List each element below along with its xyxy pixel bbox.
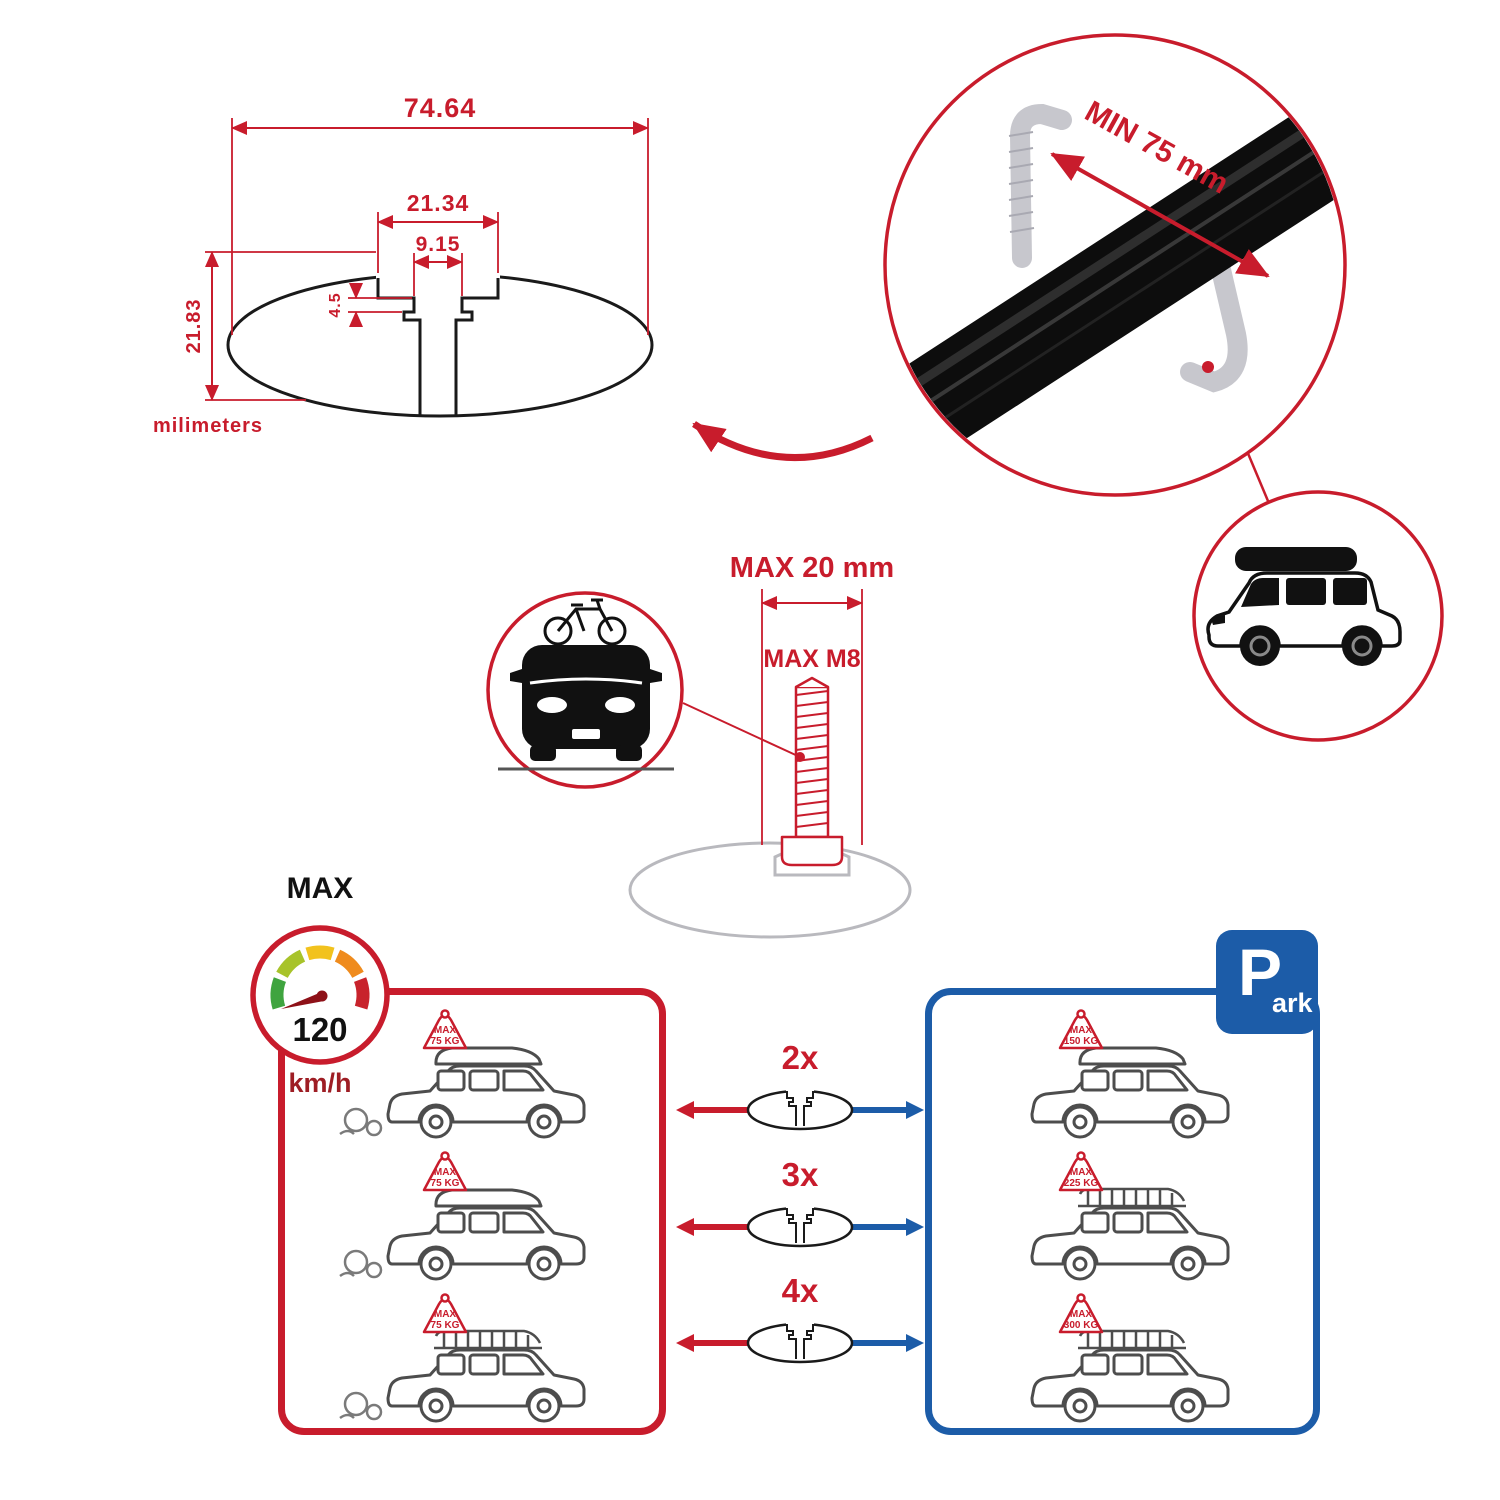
speed-value: 120 (292, 1011, 347, 1048)
park-sign-suffix: ark (1272, 988, 1313, 1018)
slot-inner-value: 9.15 (416, 233, 461, 256)
roof-box-icon (434, 1188, 543, 1208)
bolt-width-label: MAX 20 mm (730, 552, 894, 584)
svg-text:MAX: MAX (434, 1167, 457, 1178)
speed-unit: km/h (288, 1068, 351, 1098)
svg-text:MAX: MAX (1070, 1309, 1093, 1320)
park-sign-letter: P (1238, 935, 1283, 1009)
crossbar-profile-icon (746, 1205, 854, 1248)
max-load-tag: MAX 75 KG (422, 1151, 468, 1192)
roof-box-icon (1078, 1046, 1187, 1066)
suv-roofbox-view (1192, 490, 1444, 742)
highway-speed-panel (278, 988, 666, 1435)
bolt-limit-section: MAX 20 mm MAX M8 (486, 552, 912, 939)
driving-car-row: MAX 75 KG (338, 1293, 586, 1423)
motion-swirl-icon (338, 1249, 383, 1279)
cross-section-dimension-drawing: 74.64 21.34 9.15 4.5 21.83 milimeters (153, 93, 654, 437)
motion-swirl-icon (338, 1107, 383, 1137)
crossbar-count-row: 4x (676, 1272, 924, 1364)
speed-limit-gauge: MAX 120 km/h (250, 872, 390, 1098)
total-width-value: 74.64 (404, 93, 477, 123)
gauge-needle (281, 991, 324, 1009)
base-profile-ellipse (628, 841, 912, 939)
bolt-to-circle-leader (682, 702, 801, 758)
svg-text:150 KG: 150 KG (1064, 1036, 1099, 1047)
crossbar-count-row: 2x (676, 1039, 924, 1131)
right-arrowhead (906, 1334, 924, 1352)
suv-with-roofbox-icon (1206, 547, 1402, 666)
crossbar-detail-view: MIN 75 mm (883, 33, 1347, 497)
bicycle-icon (543, 598, 627, 646)
car-icon (1030, 1206, 1230, 1281)
svg-text:300 KG: 300 KG (1064, 1320, 1099, 1331)
car-icon (1030, 1064, 1230, 1139)
t-bolt-icon (780, 676, 844, 867)
parking-panel (925, 988, 1320, 1435)
svg-text:MAX: MAX (1070, 1167, 1093, 1178)
crossbar-count-row: 3x (676, 1156, 924, 1248)
crossbar-profile-icon (746, 1321, 854, 1364)
svg-text:MAX: MAX (1070, 1025, 1093, 1036)
total-height-value: 21.83 (183, 298, 205, 353)
parked-car-row: MAX 150 KG (1030, 1009, 1230, 1139)
left-arrowhead (676, 1101, 694, 1119)
max-load-tag: MAX 150 KG (1058, 1009, 1104, 1050)
roof-basket-icon (432, 1329, 544, 1350)
svg-text:MAX: MAX (434, 1309, 457, 1320)
min-span-arrow (1050, 152, 1270, 278)
profile-ellipse-outline (226, 272, 654, 418)
bolt-thread-label: MAX M8 (763, 645, 860, 673)
svg-text:225 KG: 225 KG (1064, 1178, 1099, 1189)
left-arrowhead (676, 1334, 694, 1352)
gauge-arc (270, 945, 370, 1010)
multiplier-label: 4x (782, 1272, 819, 1309)
svg-text:75 KG: 75 KG (431, 1320, 460, 1331)
car-icon (1030, 1348, 1230, 1423)
roof-box-icon (434, 1046, 543, 1066)
multiplier-label: 2x (782, 1039, 819, 1076)
max-load-tag: MAX 75 KG (422, 1293, 468, 1334)
max-load-tag: MAX 300 KG (1058, 1293, 1104, 1334)
gauge-pivot (316, 990, 328, 1002)
parked-car-row: MAX 225 KG (1030, 1151, 1230, 1281)
profile-channel-right (454, 278, 500, 415)
max-load-tag: MAX 225 KG (1058, 1151, 1104, 1192)
gauge-title: MAX (287, 872, 354, 905)
svg-text:75 KG: 75 KG (431, 1036, 460, 1047)
units-label: milimeters (153, 415, 263, 437)
right-arrowhead (906, 1218, 924, 1236)
crossbar-profile-icon (746, 1088, 854, 1131)
detail-to-profile-arrow (692, 421, 874, 462)
profile-slot-gap (376, 268, 500, 280)
svg-text:75 KG: 75 KG (431, 1178, 460, 1189)
roof-basket-icon (1076, 1329, 1188, 1350)
motion-swirl-icon (338, 1391, 383, 1421)
multiplier-label: 3x (782, 1156, 819, 1193)
driving-car-row: MAX 75 KG (338, 1151, 586, 1281)
right-arrowhead (906, 1101, 924, 1119)
park-sign: P ark (1216, 930, 1318, 1034)
car-icon (386, 1064, 586, 1139)
bike-on-car-icon (498, 598, 674, 771)
slot-outer-value: 21.34 (407, 190, 470, 216)
driving-car-row: MAX 75 KG (338, 1009, 586, 1139)
svg-text:MAX: MAX (434, 1025, 457, 1036)
parked-car-row: MAX 300 KG (1030, 1293, 1230, 1423)
left-arrowhead (676, 1218, 694, 1236)
max-load-tag: MAX 75 KG (422, 1009, 468, 1050)
car-icon (386, 1206, 586, 1281)
roof-basket-icon (1076, 1187, 1188, 1208)
car-icon (386, 1348, 586, 1423)
step-depth-value: 4.5 (327, 292, 344, 317)
hook-marker-dot (1202, 361, 1214, 373)
clamp-hook-icon (1008, 103, 1248, 393)
